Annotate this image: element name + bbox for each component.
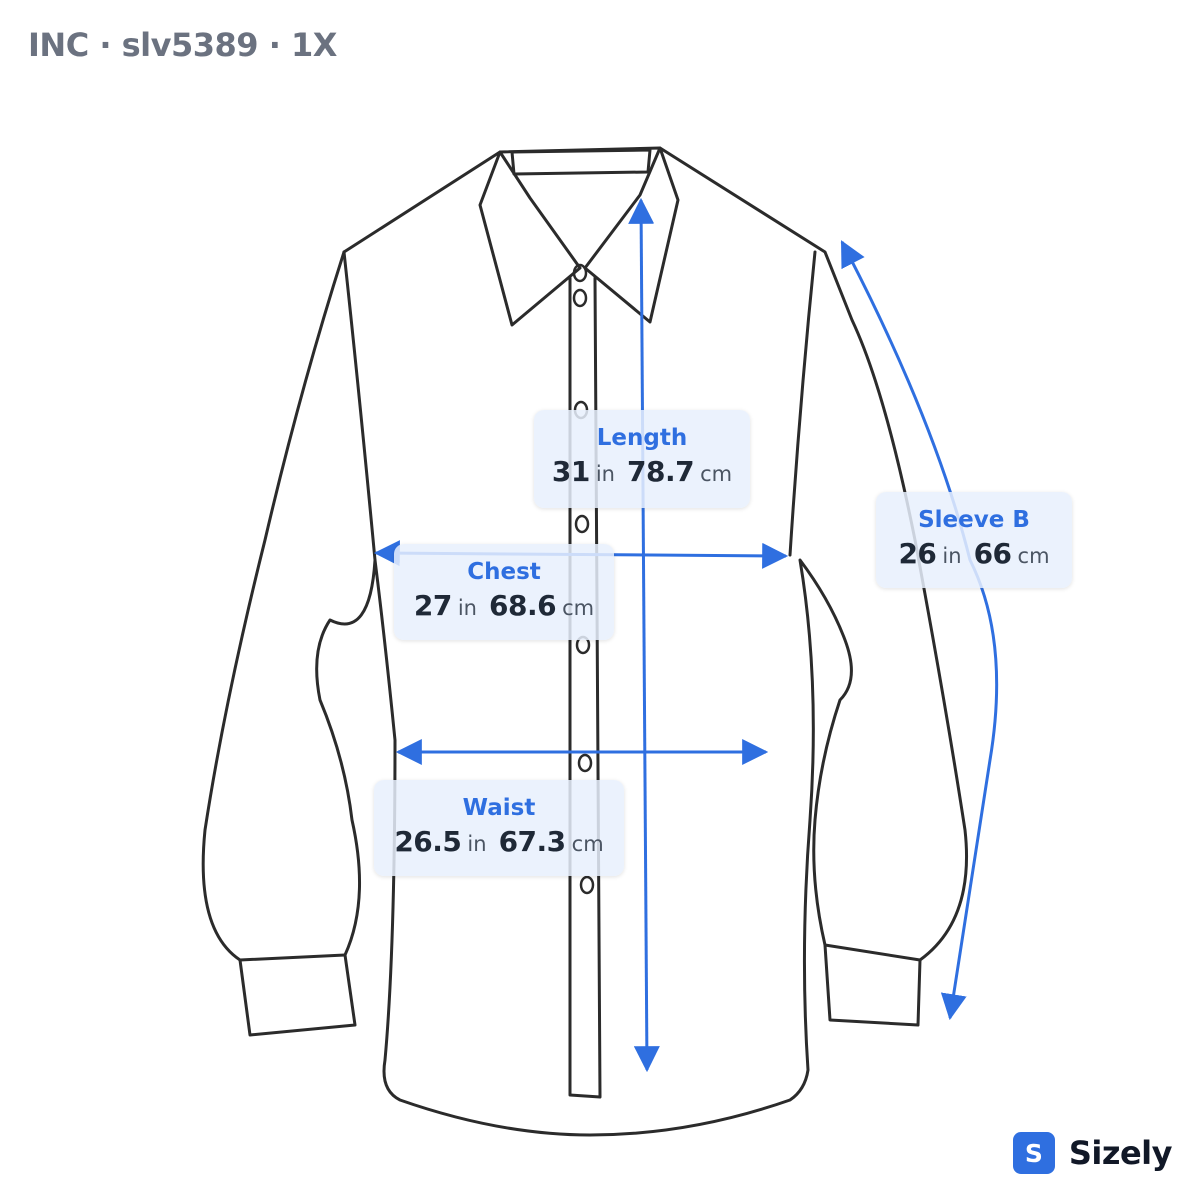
sizely-logo-icon: S [1012,1132,1055,1174]
waist-inches-value: 26.5 [394,825,462,858]
length-label-name: Length [596,425,688,451]
collar-left [478,150,582,327]
button [579,875,595,895]
shirt-body [201,146,969,1137]
right-cuff-seam [823,943,922,962]
sleeve-inches-unit: in [942,544,962,568]
collar-right [583,146,680,324]
shirt-outline-icon [201,146,969,1137]
placket [568,276,602,1099]
length-inches-unit: in [595,462,615,486]
brand-logo: S Sizely [1012,1132,1173,1174]
sleeve-inches-value: 26 [898,537,937,570]
waist-label-name: Waist [462,795,536,821]
button [574,514,590,534]
chest-inches-value: 27 [413,589,452,622]
sleeve-arrow [840,240,999,1021]
waist-cm-value: 67.3 [498,825,567,858]
right-armhole-seam [788,250,817,557]
button [577,753,593,773]
collar-band [510,148,652,176]
chest-cm-unit: cm [562,596,595,620]
left-cuff-seam [238,953,347,962]
sleeve-label-name: Sleeve B [918,507,1030,533]
sleeve-cm-value: 66 [973,537,1012,570]
sleeve-cm-unit: cm [1017,544,1050,568]
chest-cm-value: 68.6 [489,589,557,622]
waist-cm-unit: cm [571,832,604,856]
chest-inches-unit: in [457,596,477,620]
left-armhole-seam [342,250,377,562]
length-cm-unit: cm [700,462,733,486]
chest-label-name: Chest [467,559,541,585]
page-title: INC · slv5389 · 1X [28,26,337,64]
length-arrow [628,197,660,1073]
waist-inches-unit: in [467,832,487,856]
button [572,263,588,283]
length-inches-value: 31 [551,455,590,488]
button [572,288,588,308]
brand-name: Sizely [1068,1134,1173,1172]
length-cm-value: 78.7 [627,455,695,488]
